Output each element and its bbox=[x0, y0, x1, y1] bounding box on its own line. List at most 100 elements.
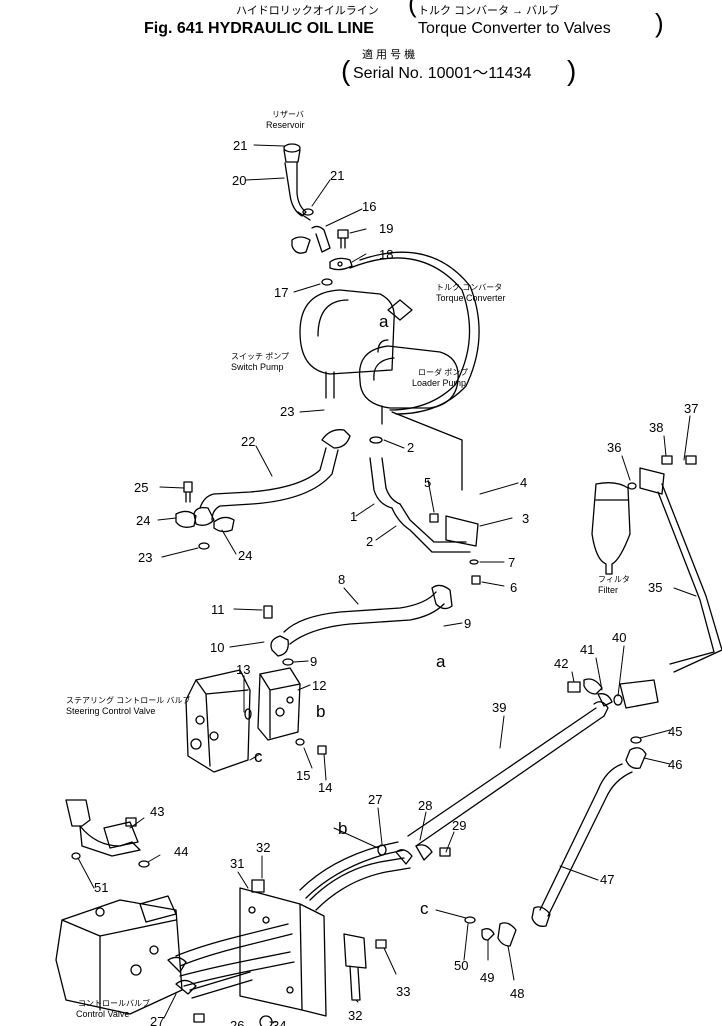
callout: 21 bbox=[330, 168, 344, 183]
callout: 37 bbox=[684, 401, 698, 416]
callout: 9 bbox=[310, 654, 317, 669]
steering-valve-jp: ステアリング コントロール バルブ bbox=[66, 695, 190, 705]
title-jp: ハイドロリックオイルライン bbox=[236, 4, 379, 17]
mark-a-top: a bbox=[379, 312, 389, 331]
callout: 23 bbox=[280, 404, 294, 419]
title-en-paren: Torque Converter to Valves bbox=[418, 20, 611, 37]
callout: 14 bbox=[318, 780, 332, 795]
callout: 35 bbox=[648, 580, 662, 595]
header: ハイドロリックオイルライン トルク コンバータ → バルブ Fig. 641 H… bbox=[144, 0, 664, 86]
pipe-35-filter bbox=[591, 455, 722, 709]
callout: 46 bbox=[668, 757, 682, 772]
mark-b-right: b bbox=[316, 702, 325, 721]
mark-b-bottom: b bbox=[338, 819, 347, 838]
control-valve-group bbox=[55, 799, 517, 1026]
callout: 34 bbox=[272, 1018, 286, 1026]
filter-jp: フィルタ bbox=[598, 575, 630, 584]
callout: 40 bbox=[612, 630, 626, 645]
callout: 41 bbox=[580, 642, 594, 657]
callout: 1 bbox=[350, 509, 357, 524]
callout: 9 bbox=[464, 616, 471, 631]
callout: 4 bbox=[520, 475, 527, 490]
connection-marks: a a b b c c bbox=[254, 312, 446, 918]
loader-pump-jp: ローダ ポンプ bbox=[418, 367, 468, 377]
callout: 36 bbox=[607, 440, 621, 455]
callout: 33 bbox=[396, 984, 410, 999]
callout: 8 bbox=[338, 572, 345, 587]
callout: 12 bbox=[312, 678, 326, 693]
callout: 10 bbox=[210, 640, 224, 655]
callout: 11 bbox=[211, 602, 225, 617]
leader-lines bbox=[77, 144, 697, 1023]
callout: 29 bbox=[452, 818, 466, 833]
title-en: Fig. 641 HYDRAULIC OIL LINE bbox=[144, 20, 374, 37]
hose-22 bbox=[175, 429, 351, 550]
callout: 51 bbox=[94, 880, 108, 895]
callout: 24 bbox=[238, 548, 252, 563]
pipe-47 bbox=[531, 736, 647, 927]
mark-c-right: c bbox=[420, 899, 429, 918]
callout: 47 bbox=[600, 872, 614, 887]
callout: 19 bbox=[379, 221, 393, 236]
serial-en: Serial No. 10001～11434 bbox=[353, 65, 532, 82]
callout: 7 bbox=[508, 555, 515, 570]
steering-valve-en: Steering Control Valve bbox=[66, 706, 155, 716]
component-labels: リザーバ Reservoir トルク コンバータ Torque Converte… bbox=[66, 110, 630, 1019]
paren-close-2: ) bbox=[567, 55, 576, 86]
callout: 27 bbox=[150, 1014, 164, 1026]
paren-open-1: ( bbox=[408, 0, 417, 18]
callout: 22 bbox=[241, 434, 255, 449]
control-valve-en: Control Valve bbox=[76, 1009, 129, 1019]
reservoir-pipe-group bbox=[283, 143, 353, 286]
callout: 3 bbox=[522, 511, 529, 526]
serial-jp: 適 用 号 機 bbox=[362, 47, 415, 61]
callout: 17 bbox=[274, 285, 288, 300]
callout: 26 bbox=[230, 1018, 244, 1026]
callout: 43 bbox=[150, 804, 164, 819]
callout: 49 bbox=[480, 970, 494, 985]
torque-converter-en: Torque Converter bbox=[436, 293, 506, 303]
callout: 42 bbox=[554, 656, 568, 671]
callout: 15 bbox=[296, 768, 310, 783]
callout: 2 bbox=[407, 440, 414, 455]
hose-39 bbox=[407, 678, 623, 847]
callout: 32 bbox=[348, 1008, 362, 1023]
callout-numbers: 21 20 21 16 19 18 17 23 22 2 4 5 1 2 3 7… bbox=[94, 138, 698, 1026]
callout: 13 bbox=[236, 662, 250, 677]
paren-open-2: ( bbox=[341, 55, 351, 86]
callout: 20 bbox=[232, 173, 246, 188]
switch-pump-jp: スイッチ ポンプ bbox=[231, 352, 289, 361]
mark-c-left: c bbox=[254, 747, 263, 766]
callout: 32 bbox=[256, 840, 270, 855]
callout: 50 bbox=[454, 958, 468, 973]
steering-valve bbox=[185, 667, 327, 773]
callout: 27 bbox=[368, 792, 382, 807]
callout: 28 bbox=[418, 798, 432, 813]
callout: 39 bbox=[492, 700, 506, 715]
callout: 38 bbox=[649, 420, 663, 435]
callout: 16 bbox=[362, 199, 376, 214]
torque-converter-group bbox=[299, 251, 480, 491]
switch-pump-en: Switch Pump bbox=[231, 362, 284, 372]
reservoir-jp: リザーバ bbox=[272, 110, 304, 119]
reservoir-en: Reservoir bbox=[266, 120, 305, 130]
hose-8 bbox=[263, 584, 453, 666]
callout: 5 bbox=[424, 475, 431, 490]
paren-close-1: ) bbox=[655, 8, 664, 38]
pipe-1-3 bbox=[369, 436, 481, 585]
mark-a-bottom: a bbox=[436, 652, 446, 671]
callout: 6 bbox=[510, 580, 517, 595]
callout: 48 bbox=[510, 986, 524, 1001]
control-valve-jp: コントロールバルブ bbox=[78, 998, 150, 1008]
callout: 18 bbox=[379, 247, 393, 262]
callout: 44 bbox=[174, 844, 188, 859]
callout: 25 bbox=[134, 480, 148, 495]
callout: 2 bbox=[366, 534, 373, 549]
callout: 24 bbox=[136, 513, 150, 528]
callout: 45 bbox=[668, 724, 682, 739]
callout: 31 bbox=[230, 856, 244, 871]
torque-converter-jp: トルク コンバータ bbox=[436, 283, 502, 292]
title-jp-paren: トルク コンバータ → バルブ bbox=[418, 3, 559, 17]
